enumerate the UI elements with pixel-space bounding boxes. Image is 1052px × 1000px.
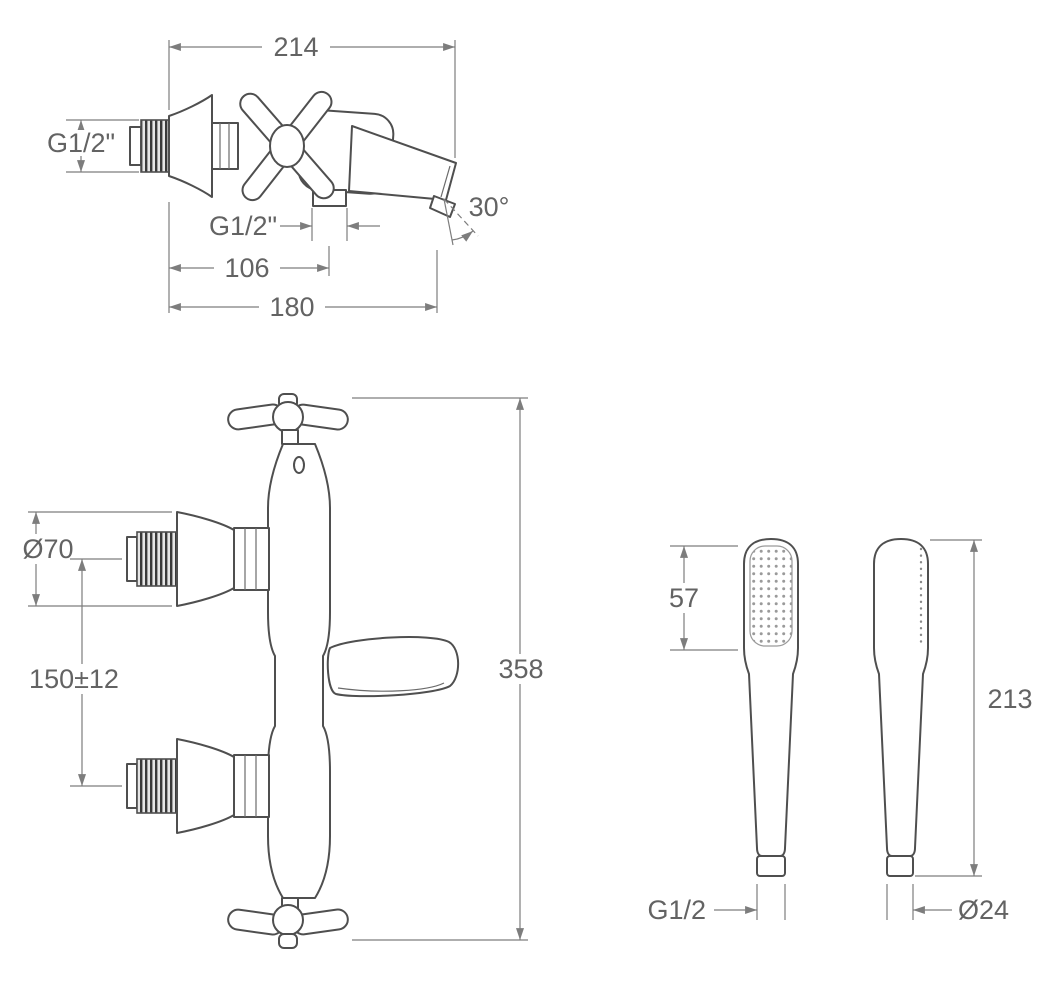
label-bg (662, 583, 706, 613)
dim-inlet-thread-label: G1/2" (47, 128, 115, 158)
top-handle-stem (281, 429, 299, 445)
angle-ref-line (443, 198, 479, 237)
aerator-tip (429, 195, 456, 218)
dim-spout-angle: 30° (443, 192, 510, 246)
dim-handle-diameter: Ø24 (886, 884, 1009, 925)
connection-nut (211, 122, 239, 170)
bottom-nipple-thread (136, 758, 178, 814)
spout-mouth-line (440, 165, 451, 198)
dim-total-length-label: 213 (987, 684, 1032, 714)
bottom-nipple-cap (126, 763, 138, 809)
handshower-front-view (743, 538, 799, 877)
handshower-body-side (873, 538, 929, 857)
angle-arc (451, 230, 474, 242)
dim-outlet-thread-label: G1/2" (209, 211, 277, 241)
inlet-nipple-thread (140, 119, 170, 173)
label-bg (487, 654, 555, 684)
dim-height-label: 358 (498, 654, 543, 684)
dim-offset-106: 106 (168, 202, 330, 313)
dim-offset-label: 106 (224, 253, 269, 283)
dim-height-358: 358 (352, 397, 555, 941)
top-nipple-thread (136, 531, 178, 587)
inlet-nipple-cap (129, 126, 142, 166)
dim-handle-diameter-label: Ø24 (958, 895, 1009, 925)
handshower-thread-tip (756, 855, 786, 877)
dim-head-face-label: 57 (669, 583, 699, 613)
side-view (129, 90, 457, 218)
bottom-connection-nut (233, 754, 270, 818)
label-bg (22, 664, 126, 694)
angle-ref-line (443, 198, 454, 246)
dim-total-length-213: 213 (915, 539, 1033, 877)
dim-connection-thread-label: G1/2 (647, 895, 706, 925)
dim-head-face-57: 57 (662, 545, 738, 651)
lever-detail-line (337, 682, 445, 692)
dim-width-label: 214 (273, 32, 318, 62)
dim-connection-thread: G1/2 (647, 884, 786, 925)
bottom-handle-stub (278, 933, 298, 949)
dim-spout-angle-label: 30° (469, 192, 510, 222)
dim-inlet-spacing-label: 150±12 (29, 664, 119, 694)
body-hole (293, 456, 305, 474)
wall-flange (168, 94, 213, 198)
dim-depth-label: 180 (269, 292, 314, 322)
top-wall-flange (176, 511, 235, 607)
handshower-thread-tip-side (886, 855, 914, 877)
dim-depth-180: 180 (169, 250, 438, 322)
top-nipple-cap (126, 536, 138, 582)
front-view (126, 393, 460, 949)
spout (348, 125, 457, 201)
label-bg (43, 130, 119, 156)
spray-face (749, 545, 793, 647)
top-handle-hub (272, 401, 304, 433)
label-bg (214, 253, 280, 283)
top-connection-nut (233, 527, 270, 591)
dim-width-214: 214 (168, 32, 456, 158)
dim-flange-diameter-label: Ø70 (22, 534, 73, 564)
dim-inlet-thread: G1/2" (43, 119, 139, 173)
lever-handle (326, 636, 460, 698)
bottom-handle-hub (272, 904, 304, 936)
handshower-side-view (873, 538, 929, 877)
mixer-body-front (267, 443, 331, 899)
label-bg (262, 32, 330, 62)
dim-inlet-spacing: 150±12 (22, 558, 126, 787)
bottom-wall-flange (176, 738, 235, 834)
label-bg (259, 292, 325, 322)
dim-outlet-thread: G1/2" (209, 208, 380, 241)
cross-handle-hub (269, 124, 305, 168)
